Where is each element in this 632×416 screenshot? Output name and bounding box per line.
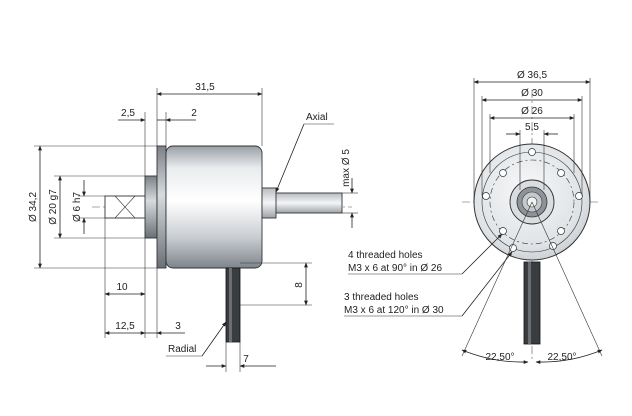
hole-4x-4 (557, 227, 565, 235)
front-cable (523, 261, 541, 345)
side-view: 31,5 2,5 2 Ø 34,2 Ø 20 g7 Ø 6 h7 10 12,5 (28, 82, 358, 372)
rear-hub (144, 175, 158, 239)
front-view: Ø 36,5 Ø 30 Ø 26 5,5 4 threaded holes M3… (344, 70, 603, 365)
flange (156, 145, 167, 269)
dim-flange-offset: 2,5 (121, 108, 135, 119)
angle-right: 22,50° (547, 352, 576, 363)
dim-inner: 5,5 (525, 122, 539, 133)
dim-shaft-length: 10 (116, 282, 128, 293)
dim-bolt-circle-30: Ø 30 (521, 88, 543, 99)
dim-spigot-diameter: Ø 20 g7 (48, 189, 59, 225)
note-3-holes-line2: M3 x 6 at 120° in Ø 30 (344, 305, 444, 316)
angle-left: 22,50° (485, 352, 514, 363)
rear-spigot (104, 195, 150, 219)
note-4-holes-line1: 4 threaded holes (348, 250, 423, 261)
label-radial: Radial (168, 344, 196, 355)
dim-shaft-diameter: Ø 6 h7 (72, 192, 83, 222)
hole-3x-1 (509, 244, 517, 252)
note-4-holes-line2: M3 x 6 at 90° in Ø 26 (348, 263, 442, 274)
dim-shaft-overall: 12,5 (115, 321, 135, 332)
front-shaft-step (261, 187, 277, 219)
dim-cable-width: 7 (243, 354, 249, 365)
dim-length-total: 31,5 (195, 82, 215, 93)
dim-max-shaft: max Ø 5 (341, 149, 352, 187)
dim-flange-thickness: 2 (191, 108, 197, 119)
hole-3x-2 (528, 148, 536, 156)
hole-4x-1 (499, 169, 507, 177)
radial-cable (225, 267, 241, 343)
hole-3x-3 (575, 192, 583, 200)
label-axial: Axial (306, 112, 328, 123)
dim-gap: 3 (175, 321, 181, 332)
dim-outer: Ø 36,5 (517, 70, 547, 81)
dim-bolt-circle-26: Ø 26 (521, 106, 543, 117)
hole-4x-2 (557, 169, 565, 177)
hole-4x-3 (499, 227, 507, 235)
note-3-holes-line1: 3 threaded holes (344, 292, 419, 303)
encoder-body (165, 145, 263, 269)
dim-cable-height: 8 (294, 282, 305, 288)
dim-body-diameter: Ø 34,2 (28, 192, 39, 222)
